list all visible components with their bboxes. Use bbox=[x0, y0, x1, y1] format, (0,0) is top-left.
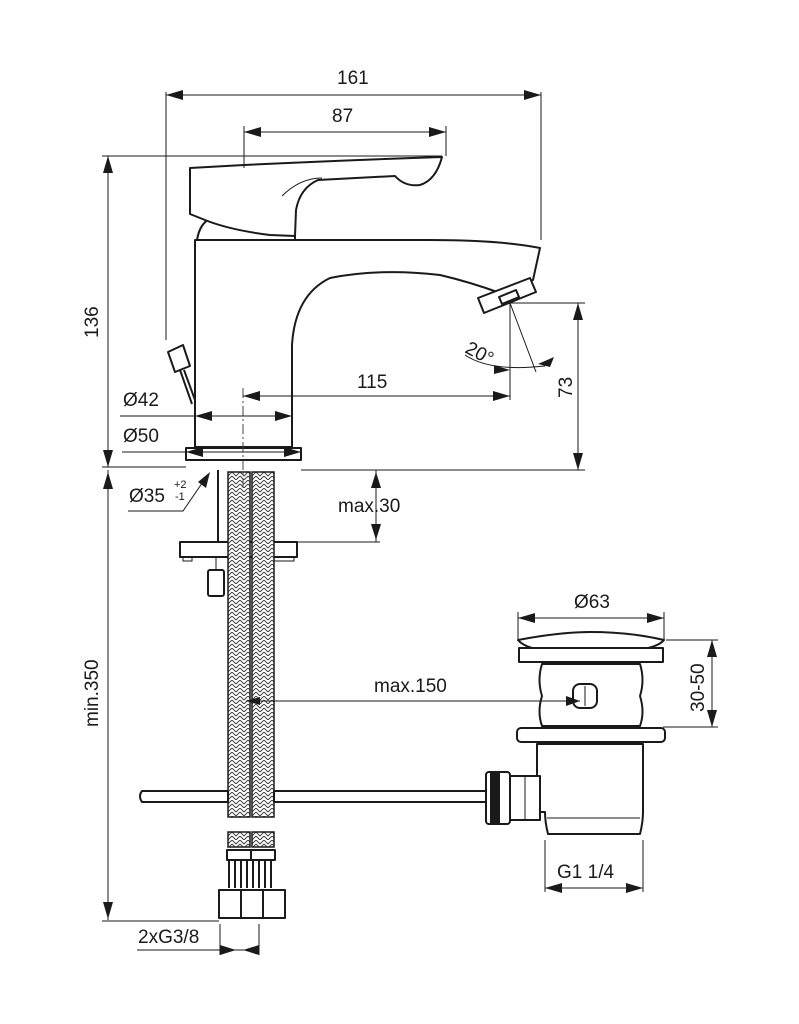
label-base-diameter: Ø50 bbox=[123, 426, 159, 447]
dim-body-diameter bbox=[120, 411, 292, 421]
dim-deck-thickness bbox=[297, 469, 381, 543]
popup-waste bbox=[485, 631, 666, 835]
faucet-body bbox=[194, 239, 541, 448]
dim-waste-diameter bbox=[517, 612, 665, 640]
dim-spout-reach bbox=[243, 303, 511, 401]
label-lever-length: 87 bbox=[332, 106, 353, 127]
waste-lock-nut bbox=[516, 727, 666, 743]
waste-flange bbox=[518, 647, 664, 663]
label-pullrod-length: max.150 bbox=[374, 676, 447, 697]
popup-knob bbox=[167, 344, 196, 405]
label-waste-range: 30-50 bbox=[688, 663, 709, 712]
waste-plug bbox=[517, 631, 665, 649]
dim-hole-diameter bbox=[128, 472, 210, 512]
lever-highlight bbox=[281, 177, 323, 197]
hose-left bbox=[227, 471, 251, 818]
waste-tail bbox=[536, 743, 644, 835]
dim-spout-height bbox=[301, 302, 585, 471]
label-connection-thread: 2xG3/8 bbox=[138, 927, 199, 948]
label-hole-tol-minus: -1 bbox=[175, 491, 185, 503]
dim-pullrod-length bbox=[246, 696, 580, 706]
pull-rod bbox=[139, 790, 229, 803]
label-hose-length: min.350 bbox=[82, 659, 103, 727]
label-waste-thread: G1 1/4 bbox=[557, 862, 614, 883]
dim-overall-length bbox=[165, 90, 542, 340]
label-overall-length: 161 bbox=[337, 68, 369, 89]
label-deck-thickness: max.30 bbox=[338, 496, 400, 517]
label-overall-height: 136 bbox=[82, 306, 103, 338]
dim-base-diameter bbox=[122, 447, 301, 457]
rod-connector bbox=[485, 771, 541, 825]
dim-hose-length bbox=[102, 470, 219, 922]
lever-handle bbox=[189, 156, 443, 237]
hose-right bbox=[251, 471, 275, 818]
aerator bbox=[477, 277, 537, 314]
hose-fittings bbox=[218, 849, 286, 919]
dim-connection-thread bbox=[137, 924, 260, 955]
label-body-diameter: Ø42 bbox=[123, 390, 159, 411]
faucet bbox=[167, 156, 541, 461]
dim-spout-angle bbox=[464, 302, 554, 374]
under-deck bbox=[139, 470, 487, 919]
dim-waste-thread bbox=[544, 840, 644, 893]
fixing-nut bbox=[207, 569, 225, 597]
label-hole-diameter: Ø35 bbox=[129, 486, 165, 507]
label-waste-diameter: Ø63 bbox=[574, 592, 610, 613]
dim-lever-length bbox=[243, 126, 447, 168]
label-spout-height: 73 bbox=[556, 377, 577, 398]
label-hole-tol-plus: +2 bbox=[174, 479, 187, 491]
dim-waste-range bbox=[663, 639, 718, 728]
dim-overall-height bbox=[102, 155, 442, 468]
label-spout-reach: 115 bbox=[357, 372, 387, 393]
